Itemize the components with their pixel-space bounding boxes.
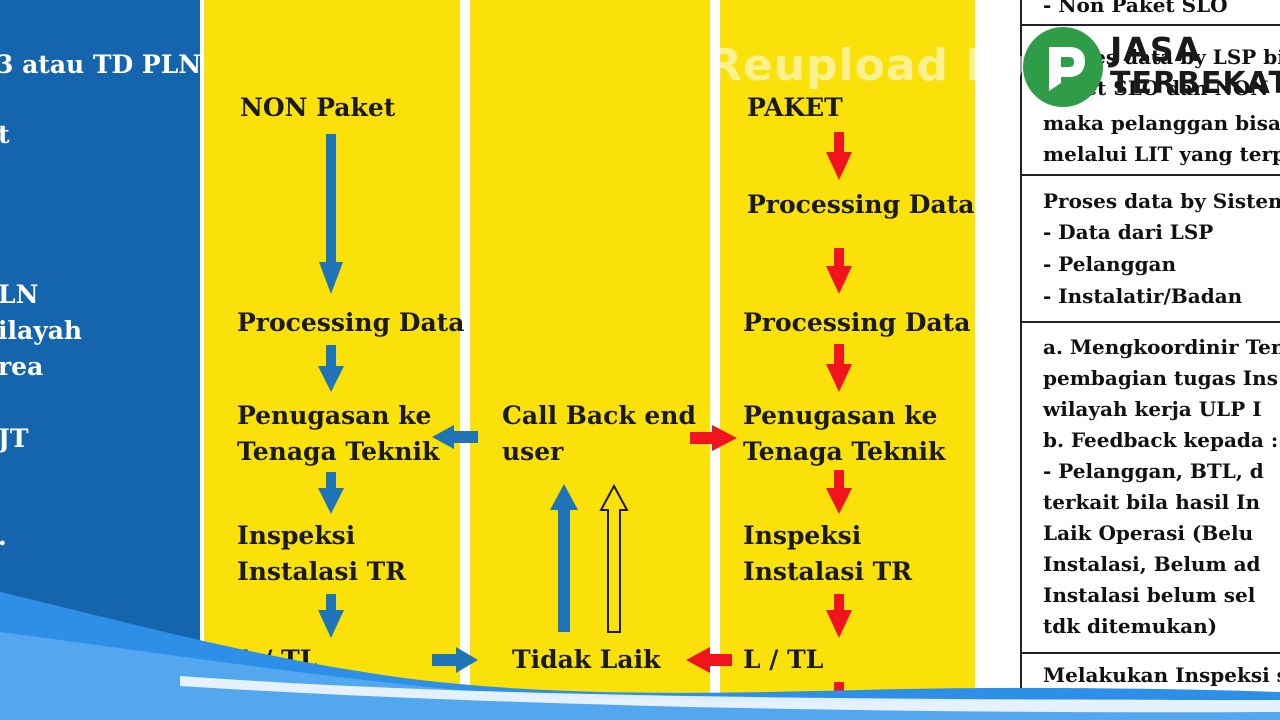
table-divider <box>1020 174 1280 176</box>
nonpaket-step-inspeksi-line1: Inspeksi <box>237 521 356 550</box>
panel-row1-line: maka pelanggan bisa l <box>1043 111 1280 135</box>
left-text-line: t <box>0 120 10 149</box>
callback-line2: user <box>502 437 564 466</box>
paket-header: PAKET <box>747 93 843 122</box>
paket-step-processing-2: Processing Data <box>743 308 971 337</box>
panel-row3-line: tdk ditemukan) <box>1043 614 1218 638</box>
panel-row3-line: terkait bila hasil In <box>1043 490 1261 514</box>
paket-step-ltl: L / TL <box>743 645 824 674</box>
panel-row2-line: - Data dari LSP <box>1043 220 1214 244</box>
panel-row1-line: melalui LIT yang terpo <box>1043 142 1280 166</box>
right-description-panel <box>1020 0 1280 720</box>
tidak-laik-label: Tidak Laik <box>512 645 661 674</box>
nonpaket-step-inspeksi-line2: Instalasi TR <box>237 557 407 586</box>
panel-row4-line: Melakukan Inspeksi se <box>1043 663 1280 687</box>
paket-step-penugasan-line1: Penugasan ke <box>743 401 938 430</box>
column-separator <box>460 0 470 720</box>
panel-row2-line: - Instalatir/Badan <box>1043 284 1243 308</box>
watermark-logo-line1: JASA <box>1110 30 1202 69</box>
left-text-line: . <box>0 522 7 551</box>
panel-row3-line: Laik Operasi (Belu <box>1043 521 1254 545</box>
panel-row3-line: wilayah kerja ULP I <box>1043 397 1262 421</box>
middle-column <box>470 0 710 720</box>
paket-step-penugasan-line2: Tenaga Teknik <box>743 437 946 466</box>
table-divider <box>1020 652 1280 654</box>
table-divider <box>1020 24 1280 26</box>
column-separator <box>710 0 720 720</box>
paket-step-inspeksi-line1: Inspeksi <box>743 521 862 550</box>
paket-step-inspeksi-line2: Instalasi TR <box>743 557 913 586</box>
watermark-text: Reupload By <box>708 40 1030 91</box>
watermark-logo-icon <box>1023 27 1103 107</box>
panel-row3-line: pembagian tugas Ins <box>1043 366 1278 390</box>
panel-row-nonpaket: - Non Paket SLO <box>1043 0 1228 17</box>
watermark-logo-line2: TERBEKAT <box>1110 66 1280 101</box>
left-text-line: rea <box>0 352 44 381</box>
left-text-line: 3 atau TD PLN <box>0 50 202 79</box>
paket-column <box>720 0 975 720</box>
panel-row3-line: a. Mengkoordinir Tena <box>1043 335 1280 359</box>
panel-row3-line: Instalasi belum sel <box>1043 583 1256 607</box>
nonpaket-step-processing: Processing Data <box>237 308 465 337</box>
panel-row2-line: Proses data by Sistem <box>1043 189 1280 213</box>
nonpaket-step-penugasan-line1: Penugasan ke <box>237 401 432 430</box>
callback-line1: Call Back end <box>502 401 696 430</box>
panel-row3-line: Instalasi, Belum ad <box>1043 552 1261 576</box>
nonpaket-header: NON Paket <box>240 93 396 122</box>
left-text-line: ilayah <box>0 316 83 345</box>
panel-row3-line: - Pelanggan, BTL, d <box>1043 459 1264 483</box>
column-separator <box>200 0 204 720</box>
panel-row2-line: - Pelanggan <box>1043 252 1177 276</box>
paket-step-processing-1: Processing Data <box>747 190 975 219</box>
left-text-line: LN <box>0 280 39 309</box>
table-divider <box>1020 321 1280 323</box>
left-text-line: JT <box>0 424 29 453</box>
panel-row3-line: b. Feedback kepada : <box>1043 428 1279 452</box>
nonpaket-step-penugasan-line2: Tenaga Teknik <box>237 437 440 466</box>
